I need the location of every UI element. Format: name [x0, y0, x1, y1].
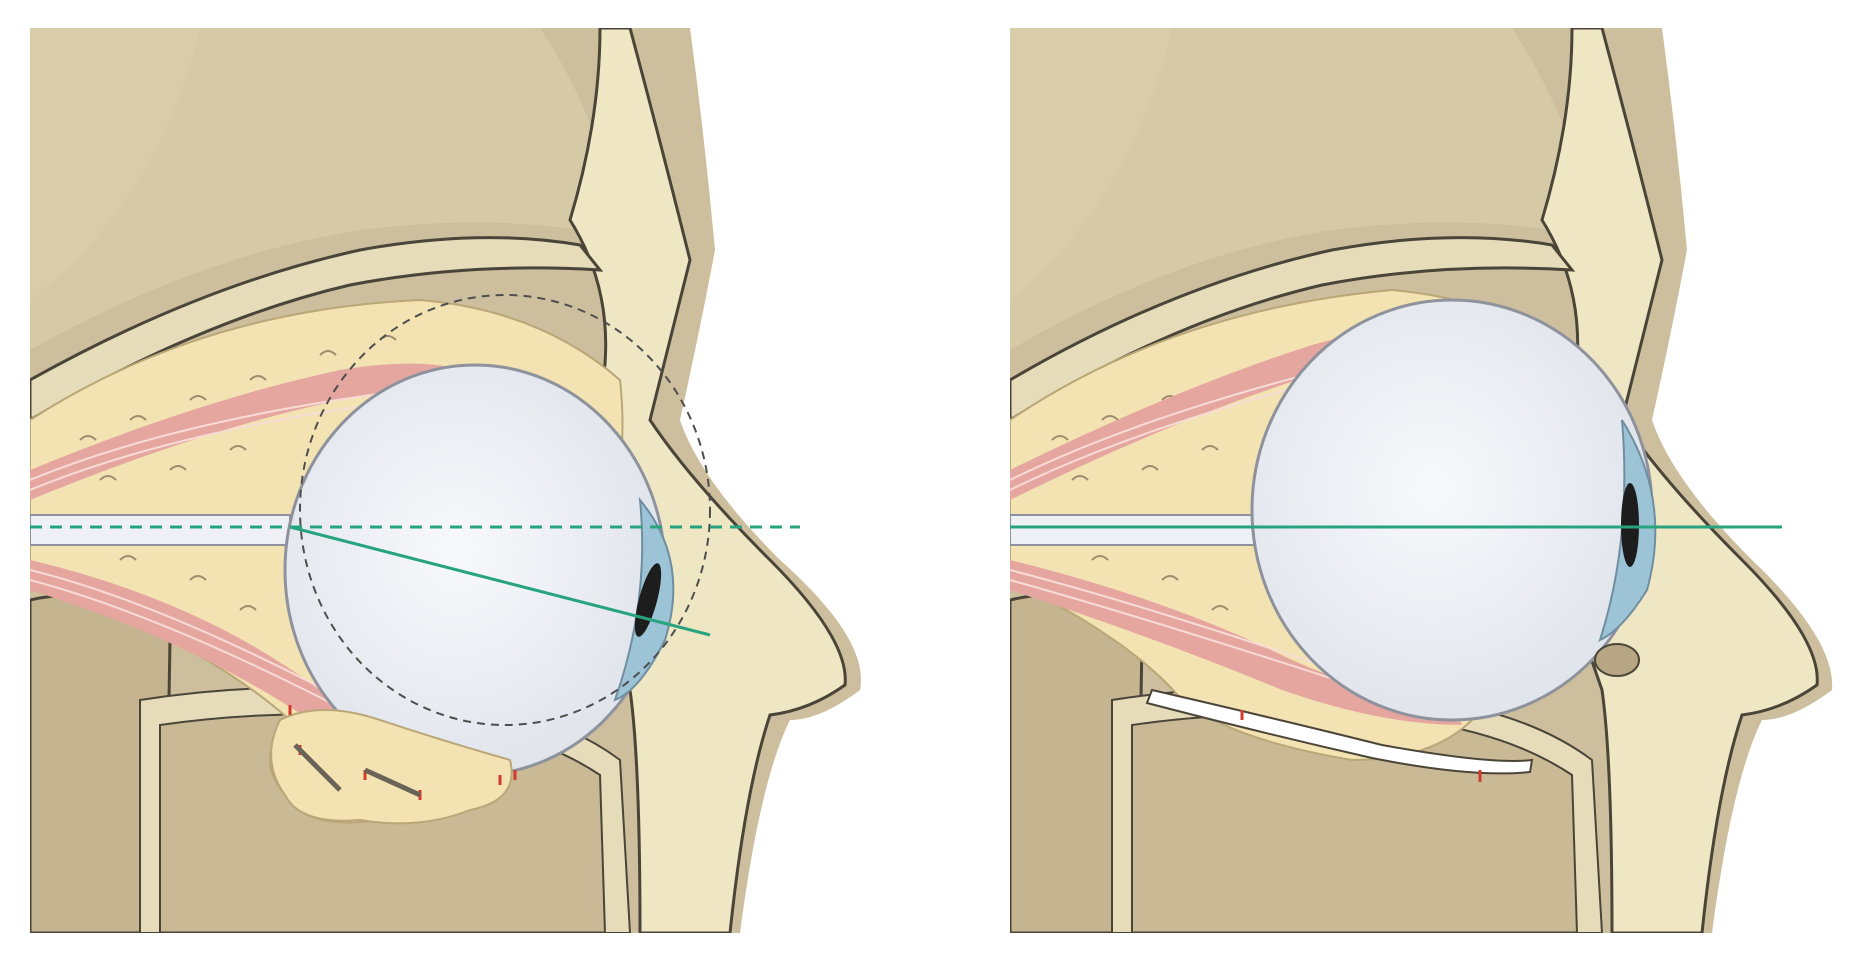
frontal-sinus-region	[1010, 28, 1582, 350]
brain-region	[30, 28, 200, 300]
pupil	[1621, 483, 1639, 567]
panel-after-illustration	[1010, 28, 1836, 933]
facial-soft-tissue	[558, 28, 847, 933]
orbital-roof	[1010, 236, 1576, 422]
implant-fixation-marks	[1240, 710, 1482, 782]
displaced-visual-axis	[289, 525, 711, 637]
brain-region	[1010, 28, 1172, 300]
orbital-roof	[30, 236, 604, 422]
optic-nerve	[30, 514, 291, 546]
panel-after	[932, 0, 1864, 957]
lower-eyelid	[1594, 643, 1640, 677]
orbital-floor-implant	[1145, 688, 1534, 775]
fracture-fragments	[293, 743, 422, 798]
frontal-sinus-region	[30, 28, 610, 350]
panel-before	[30, 28, 880, 933]
eye-globe	[1250, 298, 1654, 722]
panel-before-illustration	[30, 28, 880, 933]
outside-air	[1602, 28, 1836, 933]
original-globe-position-outline	[299, 294, 711, 726]
optic-nerve	[1010, 514, 1261, 546]
herniated-orbital-fat	[270, 709, 513, 825]
outside-air	[630, 28, 880, 933]
